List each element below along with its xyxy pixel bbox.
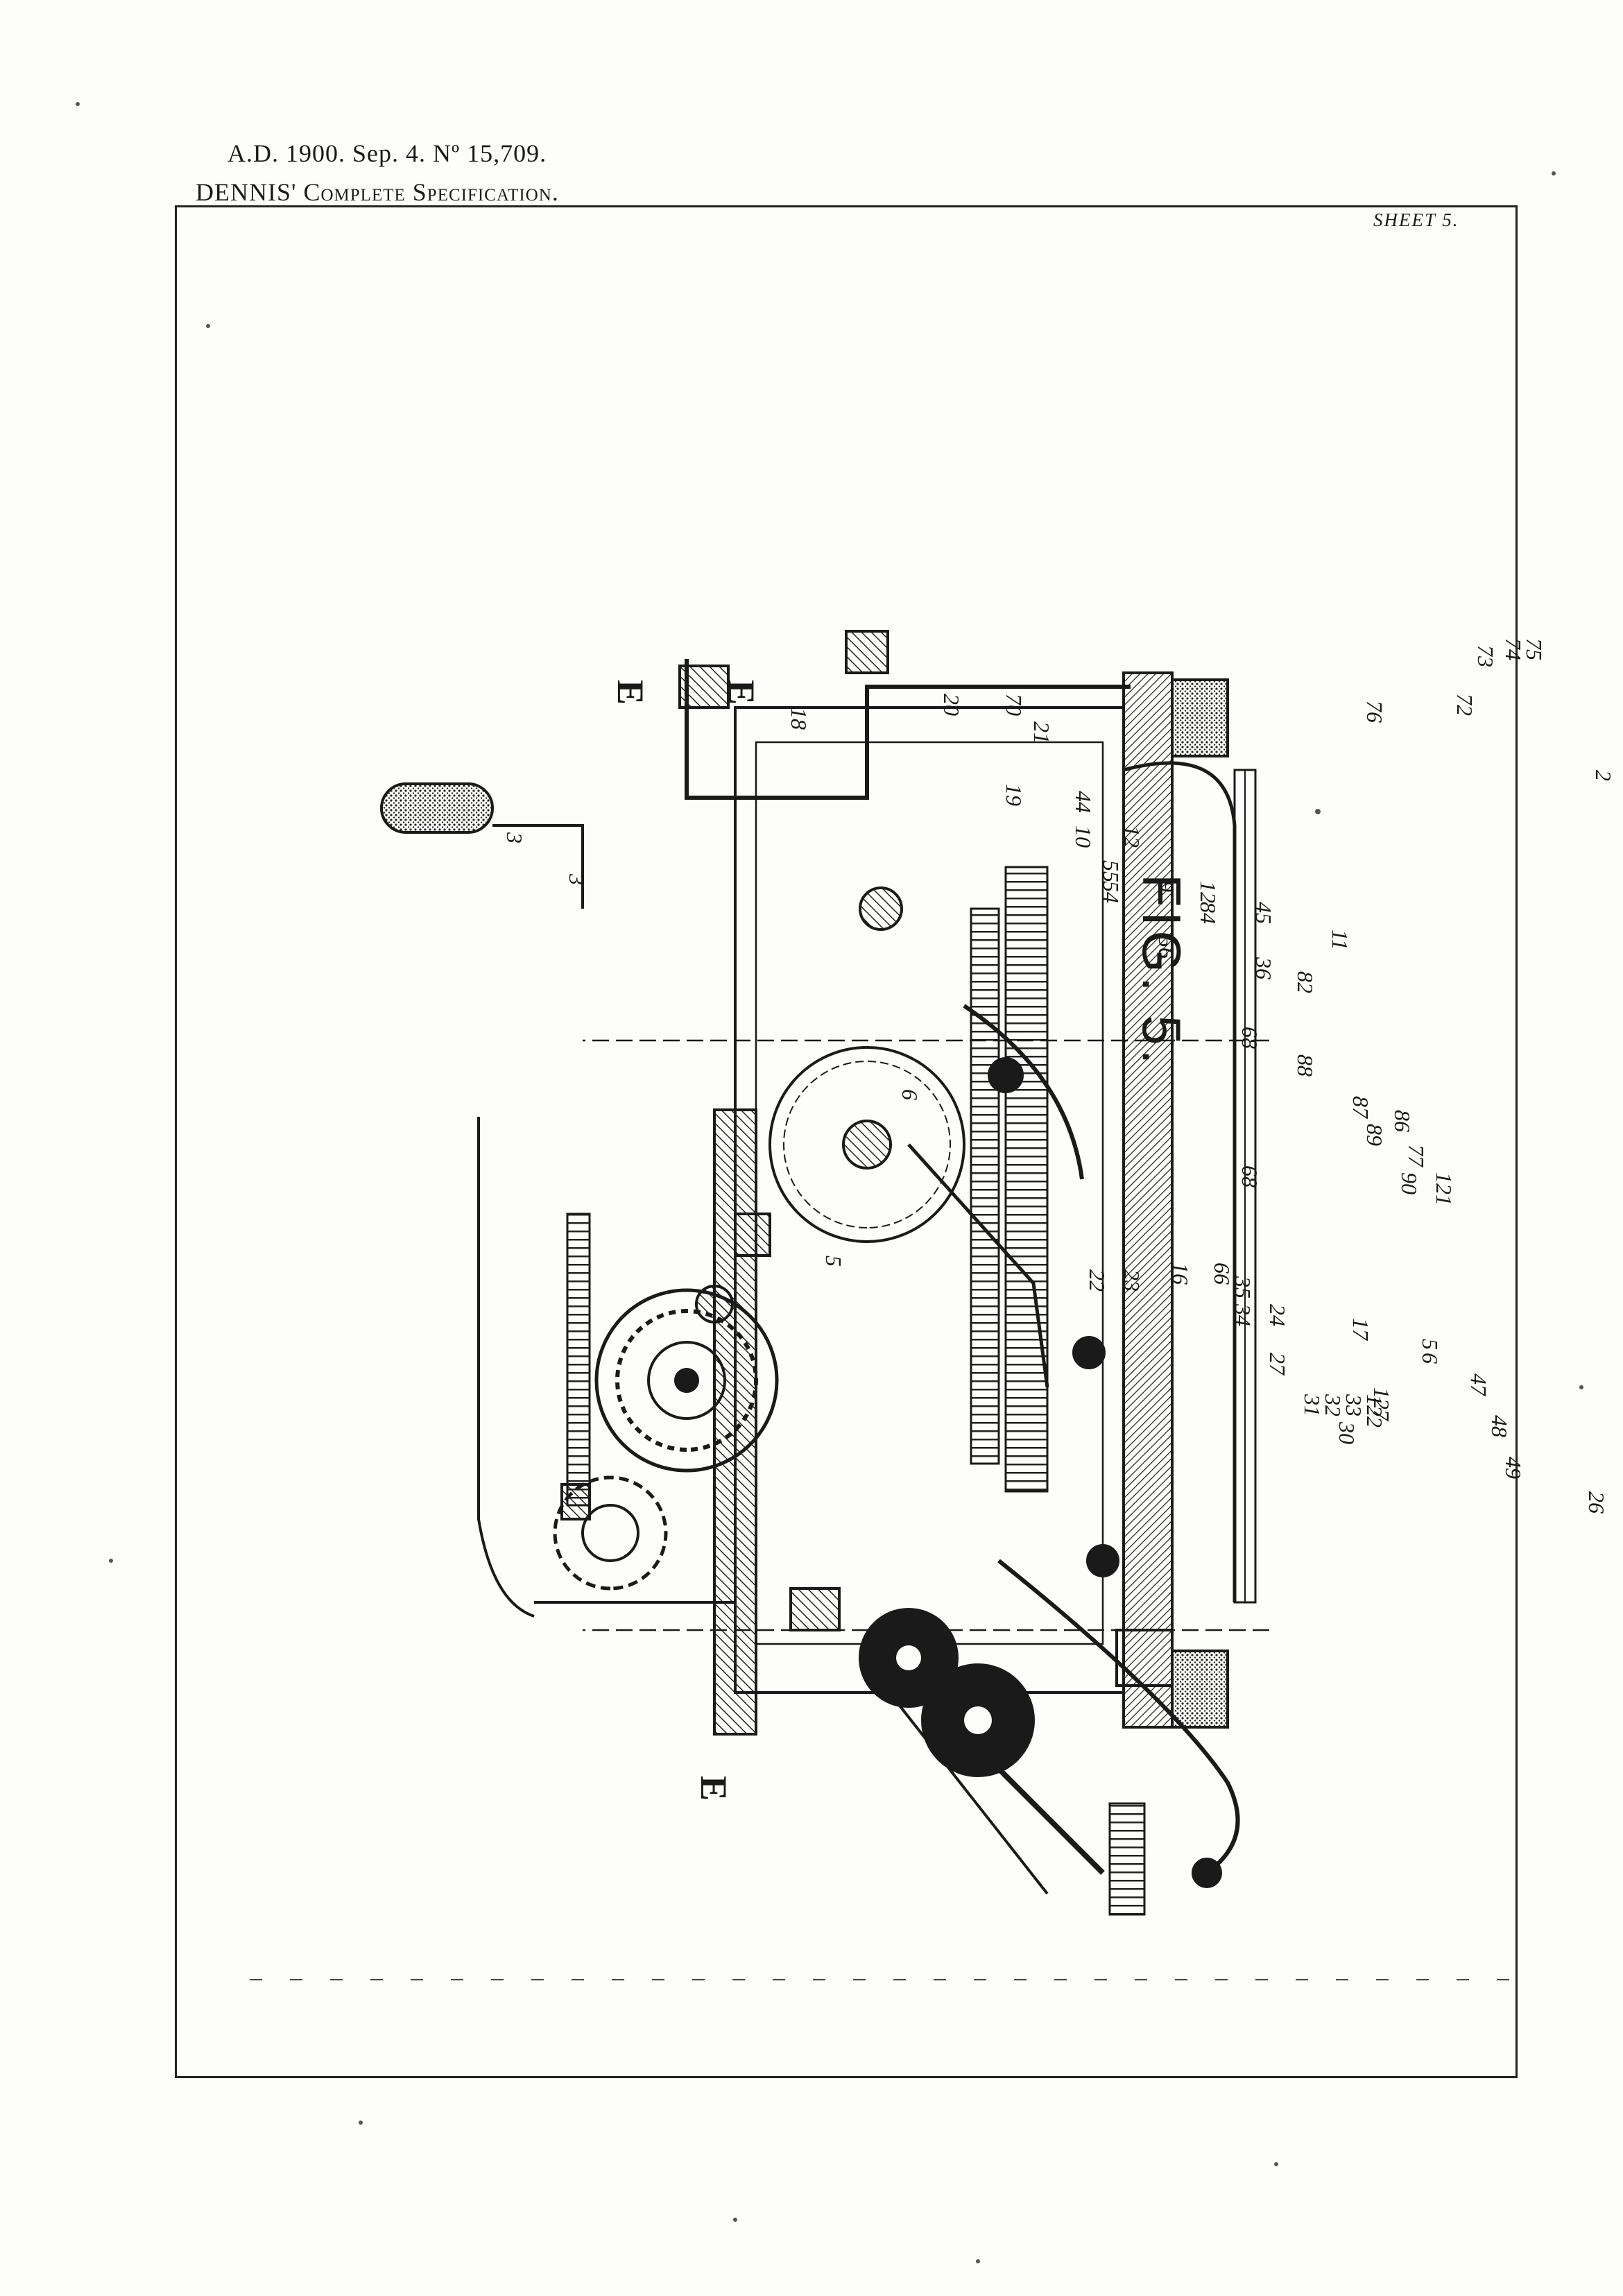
paper-specks xyxy=(76,102,1583,2263)
end-bracket xyxy=(685,659,1131,800)
reference-numeral: 27 xyxy=(1265,1353,1290,1375)
reference-numeral: 5 xyxy=(821,1256,846,1267)
section-label: E xyxy=(693,1776,735,1801)
reference-numeral: 6 xyxy=(898,1089,922,1100)
reference-numeral: 82 xyxy=(1293,971,1318,993)
reference-numeral: 54 xyxy=(1099,881,1124,903)
section-label: E xyxy=(721,680,762,705)
rack-bar xyxy=(713,1108,757,1736)
reference-numeral: 10 xyxy=(1071,825,1096,848)
reference-numeral: 5 xyxy=(1418,1339,1443,1350)
reference-numeral: 18 xyxy=(787,708,812,730)
gear-assembly xyxy=(553,1285,779,1591)
machine-drawing xyxy=(380,630,1269,1916)
figure-title: FIG. 5. xyxy=(1130,874,1193,1068)
foot-right xyxy=(1171,1650,1229,1729)
reference-numeral: 121 xyxy=(1432,1172,1457,1206)
specification-title-line: DENNIS' Complete Specification. xyxy=(196,178,559,207)
reference-numeral: 73 xyxy=(1473,645,1498,667)
reference-numeral: 49 xyxy=(1501,1457,1526,1479)
patent-number-line: A.D. 1900. Sep. 4. Nº 15,709. xyxy=(227,139,547,168)
reference-numeral: 47 xyxy=(1466,1373,1491,1396)
specification-title: Complete Specification. xyxy=(303,178,559,206)
reference-numeral: 86 xyxy=(1390,1110,1415,1132)
inventor-name: DENNIS' xyxy=(196,178,297,206)
reference-numeral: 36 xyxy=(1251,957,1276,979)
reference-numeral: 24 xyxy=(1265,1304,1290,1326)
reference-numeral: 20 xyxy=(939,694,964,716)
foot-left xyxy=(1171,678,1229,757)
reference-numeral: 122 xyxy=(1362,1394,1387,1428)
reference-numeral: 84 xyxy=(1196,902,1221,924)
reference-numeral: 75 xyxy=(1522,638,1547,660)
reference-numeral: 68 xyxy=(1237,1165,1262,1188)
reference-numeral: 19 xyxy=(1002,784,1027,806)
reference-numeral: 77 xyxy=(1404,1145,1429,1167)
reference-numeral: 2 xyxy=(1591,770,1616,781)
reference-numeral: 21 xyxy=(1029,721,1054,744)
reference-numeral: 35 xyxy=(1230,1276,1255,1299)
handle-72 xyxy=(380,782,494,834)
sheet-number: SHEET 5. xyxy=(1373,209,1459,230)
reference-numeral: 12 xyxy=(1119,825,1144,848)
section-label: E xyxy=(610,680,651,705)
figure-title-text: FIG. 5. xyxy=(1131,874,1192,1069)
reference-numeral: 23 xyxy=(1119,1269,1144,1292)
reference-numeral: 30 xyxy=(1334,1422,1359,1444)
patent-number-text: A.D. 1900. Sep. 4. Nº 15,709. xyxy=(227,139,547,167)
reference-numeral: 22 xyxy=(1085,1269,1110,1292)
spring-coil xyxy=(970,866,1049,1493)
reference-numeral: 45 xyxy=(1251,902,1276,924)
reference-numeral: 72 xyxy=(1452,694,1477,716)
reference-numeral: 16 xyxy=(1168,1262,1193,1285)
reference-numeral: 87 xyxy=(1348,1096,1373,1118)
reference-numeral: 55 xyxy=(1099,860,1124,882)
reference-numeral: 90 xyxy=(1397,1172,1422,1194)
reference-numeral: 17 xyxy=(1348,1318,1373,1340)
reference-numeral: 70 xyxy=(1002,694,1027,716)
reference-numeral: 12 xyxy=(1196,881,1221,903)
reference-numeral: 3 xyxy=(502,832,527,843)
reference-numeral: 56 xyxy=(1154,936,1179,959)
reference-numeral: 44 xyxy=(1071,791,1096,813)
reference-numeral: 11 xyxy=(1328,929,1352,950)
ratchet-wheel xyxy=(768,1046,965,1243)
reference-numeral: 34 xyxy=(1230,1304,1255,1326)
reference-numeral: 89 xyxy=(1362,1124,1387,1146)
reference-numeral: 68 xyxy=(1237,1027,1262,1049)
reference-numeral: 76 xyxy=(1362,701,1387,723)
reference-numeral: 48 xyxy=(1487,1415,1512,1437)
reference-numeral: 88 xyxy=(1293,1054,1318,1077)
reference-numeral: 6 xyxy=(1418,1353,1443,1364)
reference-numeral: 3 xyxy=(565,874,590,885)
reference-numeral: 26 xyxy=(1584,1491,1609,1514)
drawing-frame xyxy=(175,205,1518,2078)
arc-lever-26 xyxy=(997,1559,1240,1875)
reference-numeral: 9 xyxy=(1154,881,1179,892)
